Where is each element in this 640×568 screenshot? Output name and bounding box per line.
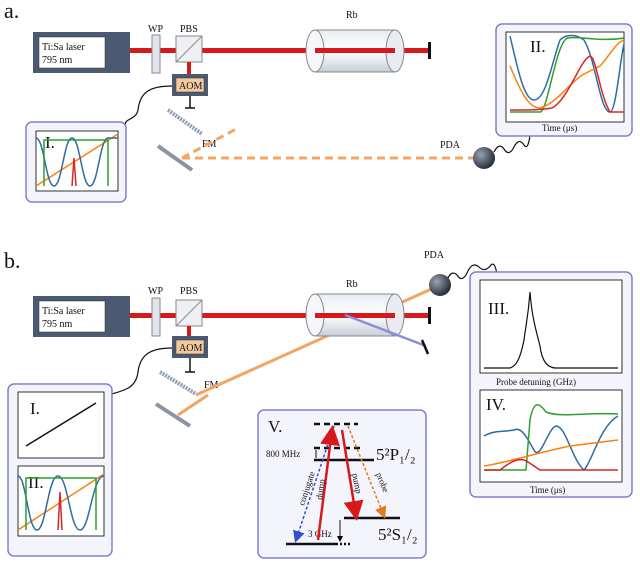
svg-text:AOM: AOM — [179, 343, 202, 354]
svg-text:795 nm: 795 nm — [42, 55, 73, 66]
rb-cell — [305, 29, 405, 73]
svg-text:800 MHz: 800 MHz — [266, 449, 300, 459]
svg-text:pump: pump — [350, 472, 364, 495]
pbs-cube-b — [175, 299, 203, 327]
inset-II-a: II. Time (μs) — [495, 23, 633, 137]
svg-text:V.: V. — [268, 417, 282, 436]
svg-text:II.: II. — [530, 37, 546, 56]
wp-label-b: WP — [148, 286, 163, 297]
svg-text:I.: I. — [45, 133, 55, 152]
waveplate — [151, 34, 161, 74]
svg-text:dump: dump — [314, 478, 327, 500]
svg-text:Ti:Sa laser: Ti:Sa laser — [42, 306, 85, 317]
red-beam-down — [187, 62, 191, 78]
pbs-label-b: PBS — [180, 286, 198, 297]
svg-text:AOM: AOM — [179, 81, 202, 92]
svg-text:5²S₁/₂: 5²S₁/₂ — [378, 525, 418, 544]
flip-mirror — [166, 108, 204, 136]
svg-text:III.: III. — [488, 299, 509, 318]
mirror — [156, 144, 194, 172]
mirror-b — [154, 402, 192, 428]
blue-beam — [344, 313, 427, 348]
ti-sa-laser-b: Ti:Sa laser 795 nm — [33, 296, 130, 337]
svg-text:Time (μs): Time (μs) — [530, 485, 565, 495]
orange-beam — [181, 126, 475, 160]
svg-text:Ti:Sa laser: Ti:Sa laser — [42, 42, 85, 53]
pda-label-b: PDA — [424, 250, 445, 261]
rb-label-b: Rb — [346, 279, 358, 290]
red-beam-down-b — [187, 326, 191, 340]
svg-text:I.: I. — [30, 399, 40, 418]
flip-mirror-b — [158, 370, 198, 396]
beam-stop-b — [428, 307, 431, 324]
red-beam-b — [130, 313, 430, 318]
pda-detector — [473, 147, 495, 169]
inset-III-IV-b: III. Probe detuning (GHz) IV. Time (μs) — [469, 271, 633, 498]
pbs-label: PBS — [180, 24, 198, 35]
svg-text:II.: II. — [28, 473, 44, 492]
rb-cell-b — [305, 293, 405, 337]
wp-label: WP — [148, 24, 163, 35]
beam-stop — [428, 42, 431, 59]
svg-text:Probe detuning (GHz): Probe detuning (GHz) — [496, 377, 576, 387]
fm-label-b: FM — [204, 380, 219, 391]
inset-I-II-b: I. II. — [7, 383, 113, 557]
level-diagram-V: V. 800 MHz 3 GHz 5²P₁/₂ 5²S₁/₂ conjugate… — [257, 409, 427, 559]
pda-label: PDA — [440, 140, 461, 151]
rb-label: Rb — [346, 10, 358, 21]
svg-text:IV.: IV. — [486, 395, 506, 414]
aom-box-b: AOM — [172, 336, 208, 358]
pda-detector-b — [429, 274, 451, 296]
panel-a-letter: a. — [4, 0, 19, 23]
ti-sa-laser: Ti:Sa laser 795 nm — [33, 32, 130, 73]
pbs-cube — [175, 35, 203, 63]
red-beam — [130, 48, 430, 53]
waveplate-b — [151, 297, 161, 337]
panel-b-letter: b. — [4, 248, 21, 273]
svg-text:5²P₁/₂: 5²P₁/₂ — [376, 445, 416, 464]
aom-box: AOM — [172, 74, 208, 96]
svg-text:Time (μs): Time (μs) — [542, 123, 577, 133]
inset-I-a: I. — [25, 121, 127, 203]
svg-text:795 nm: 795 nm — [42, 319, 73, 330]
